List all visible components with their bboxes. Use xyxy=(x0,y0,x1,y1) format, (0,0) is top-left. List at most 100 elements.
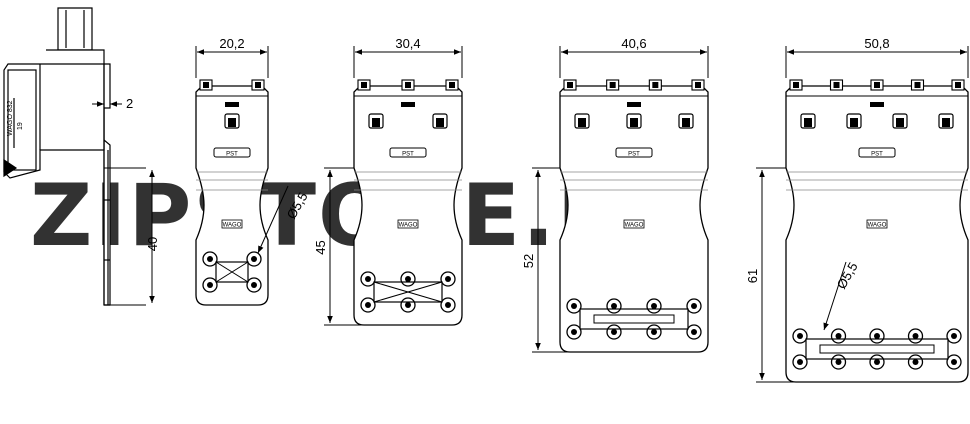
contact-pin xyxy=(691,303,697,309)
side-height-label: 40 xyxy=(145,237,160,251)
height-label: 52 xyxy=(521,254,536,268)
side-height-dimension xyxy=(104,167,155,306)
lever-slot xyxy=(578,118,586,127)
hole-leader xyxy=(257,185,289,254)
contact-pin xyxy=(797,359,803,365)
contact-pin xyxy=(951,359,957,365)
height-label: 45 xyxy=(313,240,328,254)
contact-pin xyxy=(405,276,411,282)
top-clip-slot xyxy=(449,82,455,88)
top-clip-slot xyxy=(203,82,209,88)
connector-body xyxy=(195,85,269,306)
contact-frame xyxy=(215,261,249,283)
contact-pin xyxy=(251,282,257,288)
contact-pin xyxy=(611,329,617,335)
release-mark xyxy=(401,102,415,107)
marking-text: PST xyxy=(871,152,883,158)
width-label: 50,8 xyxy=(864,36,889,51)
lever-slot xyxy=(682,118,690,127)
contact-pin xyxy=(835,333,842,339)
brand-text: WAGO xyxy=(868,223,887,229)
top-clip-slot xyxy=(955,82,961,88)
width-label: 40,6 xyxy=(621,36,646,51)
connector-body xyxy=(559,85,709,353)
side-code-text: 19 xyxy=(17,122,24,130)
lever-slot xyxy=(896,118,904,127)
marking-text: PST xyxy=(628,152,640,158)
contact-pin xyxy=(207,282,213,288)
contact-pin xyxy=(835,359,842,365)
connector-body xyxy=(353,85,463,326)
top-clip-slot xyxy=(833,82,840,88)
top-clip-slot xyxy=(793,82,799,88)
inner-bar xyxy=(819,344,935,354)
release-mark xyxy=(225,102,239,107)
lever-slot xyxy=(804,118,812,127)
lever-slot xyxy=(372,118,380,127)
brand-frame xyxy=(397,219,419,229)
contact-pin xyxy=(951,333,957,339)
lever-slot xyxy=(942,118,950,127)
contact-pin xyxy=(251,256,257,262)
marking-frame xyxy=(213,147,251,158)
top-clip-slot xyxy=(405,82,411,88)
side-view xyxy=(3,7,111,306)
cross-line xyxy=(215,261,249,283)
contact-frame xyxy=(579,308,689,330)
height-label: 61 xyxy=(745,269,760,283)
top-clip-slot xyxy=(567,82,573,88)
width-label: 20,2 xyxy=(219,36,244,51)
top-clip-slot xyxy=(609,82,616,88)
contact-pin xyxy=(611,303,617,309)
contact-frame xyxy=(805,338,949,360)
brand-frame xyxy=(623,219,645,229)
contact-pin xyxy=(571,329,577,335)
contact-pin xyxy=(365,276,371,282)
marking-frame xyxy=(615,147,653,158)
contact-pin xyxy=(651,329,657,335)
contact-pin xyxy=(912,333,919,339)
contact-pin xyxy=(405,302,411,308)
release-mark xyxy=(627,102,641,107)
side-brand-text: WAGO 832 xyxy=(7,100,14,136)
lever-slot xyxy=(436,118,444,127)
inner-bar xyxy=(593,314,675,324)
brand-frame xyxy=(221,219,243,229)
top-clip-slot xyxy=(361,82,367,88)
contact-pin xyxy=(365,302,371,308)
contact-pin xyxy=(691,329,697,335)
hole-leader xyxy=(823,261,847,331)
brand-text: WAGO xyxy=(223,223,242,229)
release-mark xyxy=(870,102,884,107)
top-clip-slot xyxy=(652,82,659,88)
contact-frame xyxy=(373,281,443,303)
marking-text: PST xyxy=(402,152,414,158)
contact-pin xyxy=(207,256,213,262)
contact-pin xyxy=(445,302,451,308)
connector-2: PST WAGO 30,4 45 xyxy=(313,36,463,326)
width-label: 30,4 xyxy=(395,36,420,51)
connector-group: PSTWAGO20,2Ø5,5PSTWAGO30,445PSTWAGO40,65… xyxy=(195,36,969,383)
marking-frame xyxy=(858,147,896,158)
top-clip-slot xyxy=(914,82,921,88)
contact-pin xyxy=(874,359,880,365)
contact-pin xyxy=(651,303,657,309)
contact-pin xyxy=(912,359,919,365)
marking-frame xyxy=(389,147,427,158)
top-clip-slot xyxy=(695,82,701,88)
lever-slot xyxy=(850,118,858,127)
top-clip-slot xyxy=(874,82,880,88)
brand-frame xyxy=(866,219,888,229)
top-clip-slot xyxy=(255,82,261,88)
lever-slot xyxy=(630,118,638,127)
contact-pin xyxy=(874,333,880,339)
cross-line xyxy=(373,281,443,303)
contact-pin xyxy=(445,276,451,282)
brand-text: WAGO xyxy=(625,223,644,229)
brand-text: WAGO xyxy=(399,223,418,229)
contact-pin xyxy=(571,303,577,309)
